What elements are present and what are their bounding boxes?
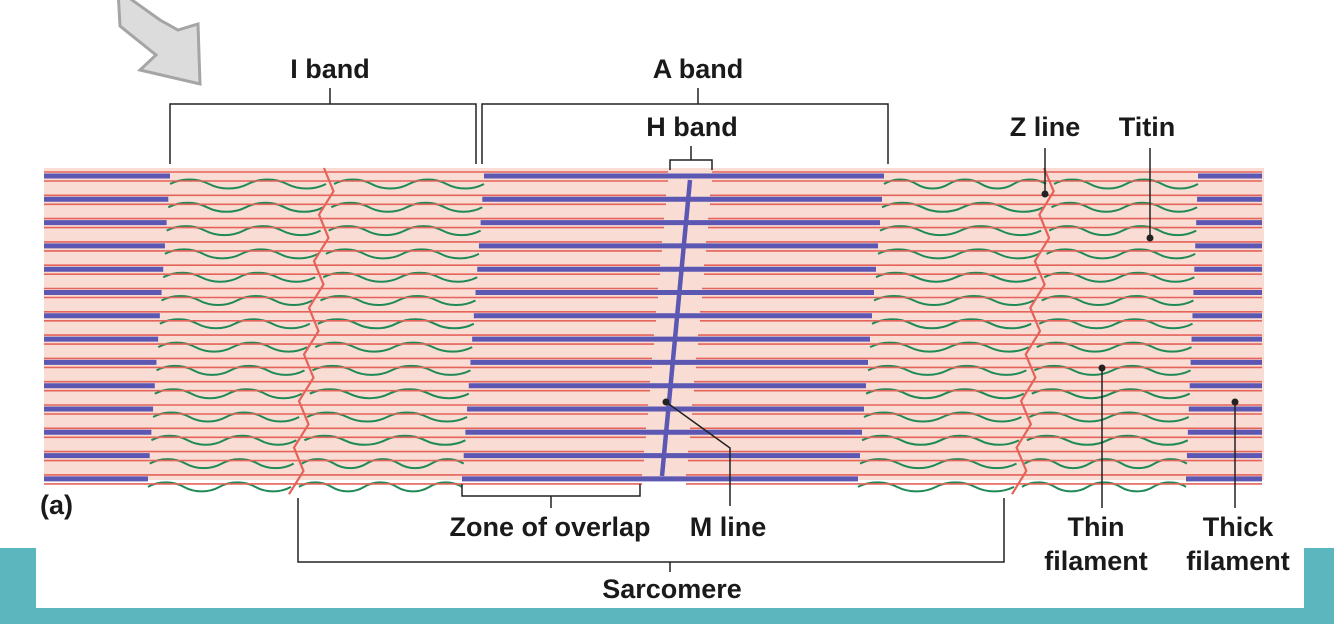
thin-filament-label-line2: filament xyxy=(1044,546,1148,576)
titin-filaments xyxy=(147,178,1199,493)
m-line-label: M line xyxy=(690,512,767,542)
z-line-right xyxy=(1011,167,1055,495)
z-line-pointer-dot xyxy=(1041,190,1049,198)
thick-filament-label-line1: Thick xyxy=(1203,512,1275,542)
sarcomere-bracket xyxy=(297,498,1005,572)
titin-13-4 xyxy=(1021,481,1187,493)
m-line-mark xyxy=(659,179,693,477)
z-lines xyxy=(288,167,1055,495)
sarcomere-label: Sarcomere xyxy=(602,574,742,604)
thick-filaments xyxy=(44,173,1262,482)
titin-label: Titin xyxy=(1119,112,1176,142)
bottom-bar-inner xyxy=(36,548,1304,608)
h-band-bracket xyxy=(669,146,713,170)
a-band-label: A band xyxy=(653,54,744,84)
h-band-label: H band xyxy=(646,112,738,142)
zone-of-overlap-bracket xyxy=(461,484,641,508)
thin-filaments xyxy=(44,171,1262,485)
titin-12-2 xyxy=(301,458,465,470)
titin-12-4 xyxy=(1023,458,1188,470)
titin-0-3 xyxy=(883,178,1047,190)
thin-filament-label-line1: Thin xyxy=(1068,512,1125,542)
panel-label: (a) xyxy=(40,490,73,520)
arrow-pointer-icon xyxy=(117,0,202,86)
i-band-label: I band xyxy=(290,54,370,84)
thin-filament-pointer-dot xyxy=(1098,364,1106,372)
titin-pointer-dot xyxy=(1146,234,1154,242)
titin-13-2 xyxy=(298,481,463,493)
i-band-bracket xyxy=(169,88,477,164)
zone-of-overlap-label: Zone of overlap xyxy=(449,512,650,542)
z-line-label: Z line xyxy=(1010,112,1081,142)
thick-filament-label-line2: filament xyxy=(1186,546,1290,576)
z-line-left xyxy=(288,167,335,495)
m-line-pointer-dot xyxy=(662,398,670,406)
m-line-leader xyxy=(665,401,731,506)
thick-filament-pointer-dot xyxy=(1231,398,1239,406)
a-band-bracket xyxy=(481,88,889,164)
